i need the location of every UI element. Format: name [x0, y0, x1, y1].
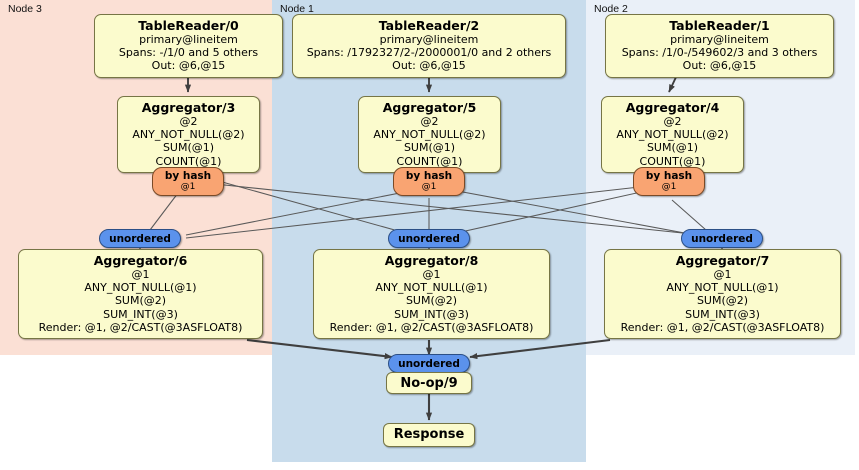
aggregator-3-box[interactable]: Aggregator/3 @2 ANY_NOT_NULL(@2) SUM(@1)… [117, 96, 260, 173]
panel-label-node-3: Node 3 [8, 3, 42, 15]
aggregator-8-line-2: ANY_NOT_NULL(@1) [375, 281, 488, 295]
aggregator-7-line-4: SUM_INT(@3) [685, 307, 760, 321]
hash-router-middle[interactable]: by hash @1 [393, 167, 465, 196]
aggregator-3-line-2: ANY_NOT_NULL(@2) [132, 128, 245, 142]
table-reader-0-out: Out: @6,@15 [151, 59, 226, 73]
aggregator-6-line-1: @1 [131, 268, 150, 281]
table-reader-0-spans: Spans: -/1/0 and 5 others [118, 46, 259, 60]
aggregator-4-line-3: SUM(@1) [646, 141, 699, 155]
no-op-9-label: No-op/9 [400, 376, 458, 391]
aggregator-4-line-2: ANY_NOT_NULL(@2) [616, 128, 729, 142]
table-reader-1-title: TableReader/1 [669, 18, 770, 33]
table-reader-1-out: Out: @6,@15 [682, 59, 757, 73]
aggregator-8-line-3: SUM(@2) [405, 294, 458, 308]
unordered-middle-label: unordered [398, 233, 460, 245]
aggregator-7-line-1: @1 [713, 268, 732, 281]
hash-router-right-column: @1 [661, 182, 677, 192]
response-box[interactable]: Response [383, 423, 475, 447]
aggregator-7-line-3: SUM(@2) [696, 294, 749, 308]
aggregator-4-line-4: COUNT(@1) [639, 154, 706, 168]
aggregator-7-render: Render: @1, @2/CAST(@3ASFLOAT8) [620, 320, 825, 334]
table-reader-2-box[interactable]: TableReader/2 primary@lineitem Spans: /1… [292, 14, 566, 78]
edge-hash-to-unordered [149, 179, 707, 239]
aggregator-7-line-2: ANY_NOT_NULL(@1) [666, 281, 779, 295]
unordered-final-label: unordered [398, 358, 460, 370]
aggregator-5-line-2: ANY_NOT_NULL(@2) [373, 128, 486, 142]
unordered-final[interactable]: unordered [388, 354, 470, 373]
no-op-9-box[interactable]: No-op/9 [386, 372, 472, 394]
aggregator-4-box[interactable]: Aggregator/4 @2 ANY_NOT_NULL(@2) SUM(@1)… [601, 96, 744, 173]
response-label: Response [393, 427, 465, 442]
aggregator-3-line-1: @2 [179, 115, 198, 128]
aggregator-4-title: Aggregator/4 [625, 100, 720, 115]
aggregator-3-title: Aggregator/3 [141, 100, 236, 115]
table-reader-0-box[interactable]: TableReader/0 primary@lineitem Spans: -/… [94, 14, 283, 78]
unordered-right-label: unordered [691, 233, 753, 245]
table-reader-1-source: primary@lineitem [670, 33, 769, 46]
table-reader-2-out: Out: @6,@15 [392, 59, 466, 73]
aggregator-3-line-4: COUNT(@1) [155, 154, 222, 168]
aggregator-6-line-4: SUM_INT(@3) [103, 307, 178, 321]
aggregator-7-title: Aggregator/7 [675, 253, 770, 268]
table-reader-0-source: primary@lineitem [139, 33, 238, 46]
edge-aggregator2-to-final [246, 338, 611, 360]
panel-label-node-1: Node 1 [280, 3, 314, 15]
aggregator-3-line-3: SUM(@1) [162, 141, 215, 155]
aggregator-4-line-1: @2 [663, 115, 682, 128]
hash-router-right-label: by hash [645, 170, 693, 182]
unordered-left[interactable]: unordered [99, 229, 181, 248]
unordered-left-label: unordered [109, 233, 171, 245]
aggregator-8-line-4: SUM_INT(@3) [394, 307, 469, 321]
aggregator-7-box[interactable]: Aggregator/7 @1 ANY_NOT_NULL(@1) SUM(@2)… [604, 249, 841, 340]
aggregator-5-line-1: @2 [420, 115, 439, 128]
aggregator-8-line-1: @1 [422, 268, 441, 281]
edge-reader-to-aggregator [184, 74, 678, 93]
hash-router-middle-column: @1 [421, 182, 437, 192]
unordered-middle[interactable]: unordered [388, 229, 470, 248]
aggregator-5-box[interactable]: Aggregator/5 @2 ANY_NOT_NULL(@2) SUM(@1)… [358, 96, 501, 173]
table-reader-2-source: primary@lineitem [379, 33, 479, 46]
table-reader-2-title: TableReader/2 [378, 18, 480, 33]
hash-router-left-column: @1 [180, 182, 196, 192]
table-reader-0-title: TableReader/0 [138, 18, 239, 33]
hash-router-right[interactable]: by hash @1 [633, 167, 705, 196]
aggregator-8-title: Aggregator/8 [384, 253, 479, 268]
unordered-right[interactable]: unordered [681, 229, 763, 248]
aggregator-5-title: Aggregator/5 [382, 100, 477, 115]
table-reader-2-spans: Spans: /1792327/2-/2000001/0 and 2 other… [306, 46, 552, 60]
aggregator-8-render: Render: @1, @2/CAST(@3ASFLOAT8) [329, 320, 534, 334]
table-reader-1-box[interactable]: TableReader/1 primary@lineitem Spans: /1… [605, 14, 834, 78]
aggregator-6-title: Aggregator/6 [93, 253, 188, 268]
hash-router-middle-label: by hash [405, 170, 453, 182]
hash-router-left[interactable]: by hash @1 [152, 167, 224, 196]
panel-label-node-2: Node 2 [594, 3, 628, 15]
aggregator-5-line-3: SUM(@1) [403, 141, 456, 155]
table-reader-1-spans: Spans: /1/0-/549602/3 and 3 others [621, 46, 818, 60]
hash-router-left-label: by hash [164, 170, 212, 182]
aggregator-5-line-4: COUNT(@1) [396, 154, 463, 168]
aggregator-6-box[interactable]: Aggregator/6 @1 ANY_NOT_NULL(@1) SUM(@2)… [18, 249, 263, 340]
aggregator-6-line-3: SUM(@2) [114, 294, 167, 308]
aggregator-6-render: Render: @1, @2/CAST(@3ASFLOAT8) [38, 320, 243, 334]
aggregator-8-box[interactable]: Aggregator/8 @1 ANY_NOT_NULL(@1) SUM(@2)… [313, 249, 550, 340]
aggregator-6-line-2: ANY_NOT_NULL(@1) [84, 281, 197, 295]
